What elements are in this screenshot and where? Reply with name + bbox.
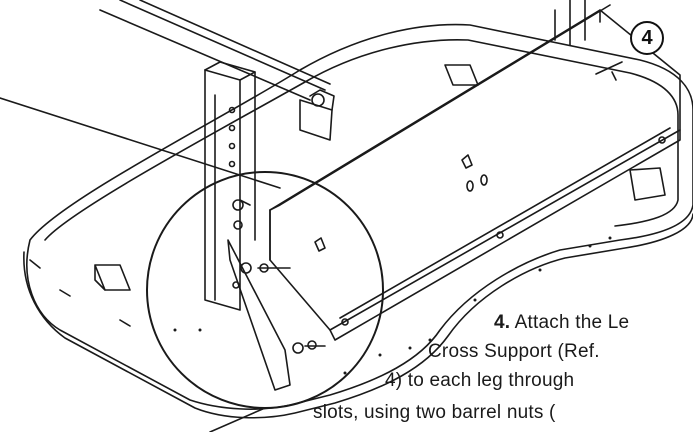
step-number-badge: 4 bbox=[630, 21, 664, 55]
caption-line-3: 4) to each leg through bbox=[385, 370, 575, 391]
leader-line bbox=[0, 97, 281, 189]
table-holes bbox=[173, 236, 612, 375]
caption-line-4: slots, using two barrel nuts ( bbox=[313, 402, 556, 423]
caption-line-1: 4. Attach the Le bbox=[494, 312, 629, 334]
caption-line-2: Cross Support (Ref. bbox=[428, 341, 600, 362]
leader-line-lower bbox=[209, 407, 266, 433]
mounting-brackets bbox=[94, 64, 666, 291]
upper-frame bbox=[99, 0, 335, 141]
step-number: 4. bbox=[494, 312, 511, 333]
caption-text-1: Attach the Le bbox=[510, 312, 630, 333]
detail-circle bbox=[146, 171, 384, 409]
cross-support bbox=[269, 4, 681, 341]
